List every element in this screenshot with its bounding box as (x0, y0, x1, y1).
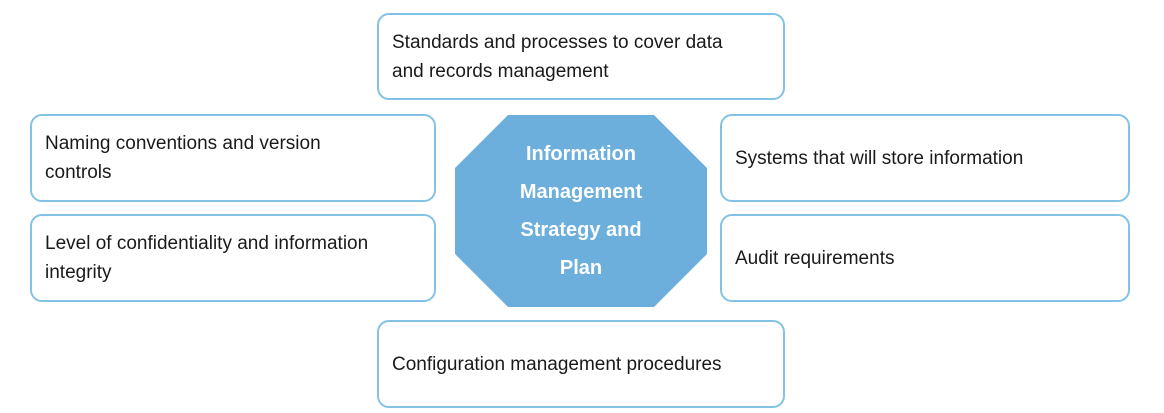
node-label-line: Naming conventions and version (45, 133, 321, 154)
octagon-shape-icon (455, 115, 707, 307)
node-label-line: Systems that will store information (735, 147, 1024, 169)
center-node-information-management: Information Management Strategy and Plan (455, 115, 707, 307)
node-label-line: Standards and processes to cover data (392, 31, 723, 53)
node-label-line: integrity (45, 262, 112, 283)
node-label-line: controls (45, 162, 112, 183)
node-configuration-management: Configuration management procedures (377, 320, 785, 408)
node-label-line: Configuration management procedures (392, 353, 722, 375)
center-label-line: Information (526, 143, 636, 165)
node-label-line: and records management (392, 60, 609, 82)
center-label-line: Plan (559, 257, 603, 279)
node-storage-systems: Systems that will store information (720, 114, 1130, 202)
center-node-label: Information Management Strategy and Plan (455, 115, 707, 307)
node-label-line: Level of confidentiality and information (45, 233, 369, 254)
center-label-line: Management (519, 181, 643, 203)
node-label-line: Audit requirements (735, 247, 895, 269)
node-naming-conventions: Naming conventions and version controls (30, 114, 436, 202)
node-confidentiality-integrity: Level of confidentiality and information… (30, 214, 436, 302)
center-label-line: Strategy and (520, 219, 642, 241)
node-audit-requirements: Audit requirements (720, 214, 1130, 302)
node-standards-and-processes: Standards and processes to cover data an… (377, 13, 785, 100)
